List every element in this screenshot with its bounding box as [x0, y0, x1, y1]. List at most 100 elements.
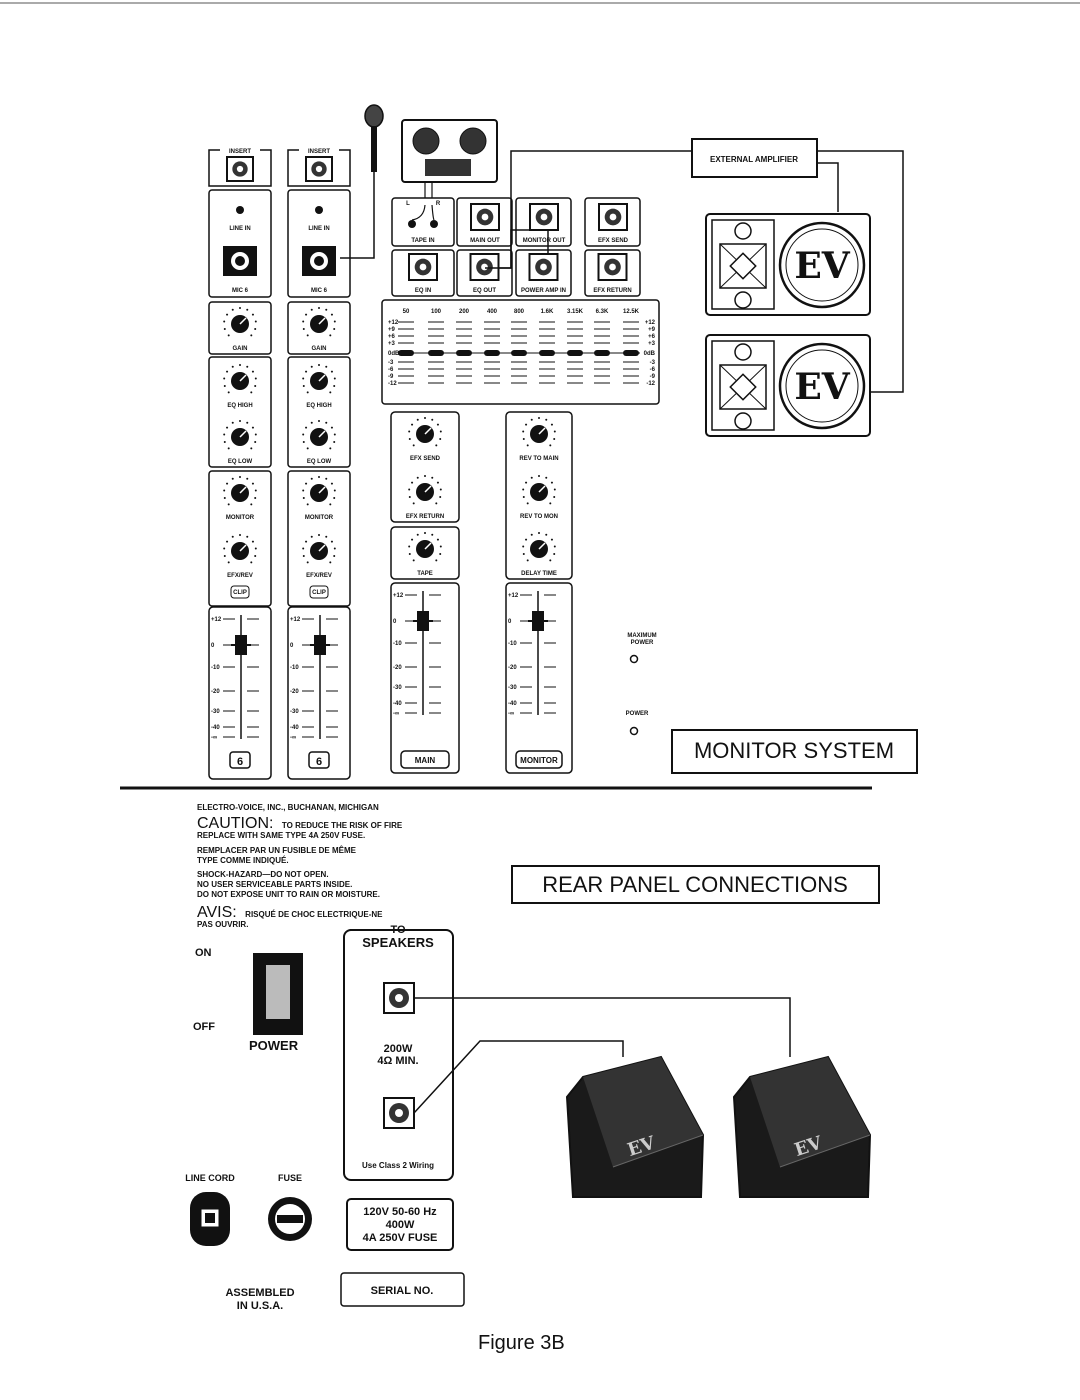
eq-scale-left: -12 [388, 381, 397, 387]
eq-low-knob[interactable] [223, 420, 257, 450]
eq-frequency-label: 50 [403, 309, 410, 315]
efx-return-jack[interactable] [597, 253, 628, 281]
assembled-label: ASSEMBLED [225, 1287, 294, 1299]
eq-in-jack[interactable] [408, 253, 438, 281]
channel-number-badge: 6 [229, 751, 251, 769]
speaker-output-jack-2[interactable] [383, 1097, 415, 1129]
gain-knob-label: GAIN [312, 346, 327, 352]
efx-rev-knob[interactable] [302, 534, 336, 564]
caution-line: CAUTION: TO REDUCE THE RISK OF FIRE [197, 815, 403, 832]
fader-scale-label: -30 [393, 685, 402, 691]
efx-return-knob[interactable] [408, 475, 442, 505]
efx-rev-knob-label: EFX/REV [227, 573, 253, 579]
gain-knob[interactable] [302, 307, 336, 337]
eq-high-knob[interactable] [223, 364, 257, 394]
main-button[interactable]: MAIN [400, 750, 450, 769]
avis-line: AVIS: RISQUÉ DE CHOC ELECTRIQUE-NE [197, 904, 383, 921]
main-out-jack[interactable] [470, 203, 500, 231]
gain-knob[interactable] [223, 307, 257, 337]
assembled-country-label: IN U.S.A. [237, 1300, 283, 1312]
insert-label: INSERT [308, 149, 330, 155]
monitor-out-jack[interactable] [529, 203, 559, 231]
channel-fader: +120-10-20-30-40-∞ [208, 606, 272, 780]
monitor-send-knob[interactable] [223, 476, 257, 506]
eq-scale-right: +6 [648, 334, 656, 340]
fuse-holder[interactable] [268, 1197, 312, 1241]
fader-scale-label: -10 [211, 665, 220, 671]
eq-scale-right: 0dB [644, 351, 656, 357]
french-warning-1: REMPLACER PAR UN FUSIBLE DE MÊME [197, 846, 357, 855]
mic-label: MIC 6 [232, 288, 249, 294]
avis-line-2: PAS OUVRIR. [197, 920, 248, 929]
fader-scale-label: +12 [508, 593, 519, 599]
power-led [629, 726, 639, 736]
efx-send-knob[interactable] [408, 417, 442, 447]
eq-low-knob-label: EQ LOW [307, 459, 332, 465]
monitor-button[interactable]: MONITOR [515, 750, 563, 769]
main-button-label: MAIN [415, 756, 436, 765]
fader-scale-label: -∞ [290, 735, 296, 741]
insert-jack[interactable] [305, 156, 333, 182]
fader-scale-label: -30 [290, 709, 299, 715]
fader-scale-label: -∞ [508, 711, 514, 717]
eq-scale-left: +6 [388, 334, 396, 340]
delay-time-knob-label: DELAY TIME [521, 571, 557, 577]
eq-scale-right: +9 [648, 327, 656, 333]
efx-send-jack[interactable] [598, 203, 628, 231]
eq-out-jack[interactable] [469, 253, 500, 281]
tape-knob[interactable] [408, 532, 442, 562]
eq-scale-right: -12 [646, 381, 655, 387]
fader-scale-label: -20 [290, 689, 299, 695]
eq-low-knob[interactable] [302, 420, 336, 450]
fader-scale-label: +12 [290, 617, 301, 623]
shock-warning-2: NO USER SERVICEABLE PARTS INSIDE. [197, 880, 352, 889]
monitor-button-label: MONITOR [520, 756, 558, 765]
eq-scale-left: +9 [388, 327, 396, 333]
floor-monitor-1: EV [565, 1055, 705, 1198]
fader-scale-label: 0 [508, 619, 512, 625]
class2-note: Use Class 2 Wiring [362, 1161, 434, 1170]
fader-scale-label: -20 [211, 689, 220, 695]
fader-scale-label: -10 [393, 641, 402, 647]
rev-to-mon-knob[interactable] [522, 475, 556, 505]
efx-rev-knob[interactable] [223, 534, 257, 564]
line-in-jack[interactable] [315, 206, 323, 214]
insert-jack[interactable] [226, 156, 254, 182]
eq-frequency-label: 200 [459, 309, 470, 315]
voltage-spec: 120V 50-60 Hz [363, 1206, 437, 1218]
mic-input-jack[interactable] [223, 246, 257, 276]
tape-in-right-jack[interactable] [430, 220, 438, 228]
rear-panel-title: REAR PANEL CONNECTIONS [542, 872, 848, 897]
eq-high-knob[interactable] [302, 364, 336, 394]
gain-knob-label: GAIN [233, 346, 248, 352]
main-out-jack-label: MAIN OUT [470, 238, 500, 244]
fuse-spec: 4A 250V FUSE [363, 1232, 438, 1244]
power-switch[interactable] [253, 953, 303, 1035]
monitor-send-knob[interactable] [302, 476, 336, 506]
speaker-output-jack-1[interactable] [383, 982, 415, 1014]
tape-in-left-jack[interactable] [408, 220, 416, 228]
serial-number-label: SERIAL NO. [371, 1285, 434, 1297]
off-label: OFF [193, 1021, 215, 1033]
line-in-jack[interactable] [236, 206, 244, 214]
amplifier-wiring [485, 150, 904, 393]
impedance-rating: 4Ω MIN. [377, 1055, 418, 1067]
speaker-wiring [413, 997, 791, 1114]
fader-scale-label: -20 [508, 665, 517, 671]
rev-to-mon-knob-label: REV TO MON [520, 514, 558, 520]
fader-scale-label: 0 [211, 643, 215, 649]
mic-input-jack[interactable] [302, 246, 336, 276]
eq-frequency-label: 6.3K [596, 309, 609, 315]
line-in-label: LINE IN [229, 226, 250, 232]
figure-caption: Figure 3B [478, 1332, 565, 1354]
eq-scale-left: +3 [388, 341, 396, 347]
rev-to-main-knob-label: REV TO MAIN [519, 456, 558, 462]
rev-to-main-knob[interactable] [522, 417, 556, 447]
fader-scale-label: -∞ [393, 711, 399, 717]
clip-label: CLIP [312, 590, 326, 596]
ev-monitor-speaker-1: EV [705, 213, 871, 316]
power-amp-in-jack[interactable] [528, 253, 559, 281]
delay-time-knob[interactable] [522, 532, 556, 562]
